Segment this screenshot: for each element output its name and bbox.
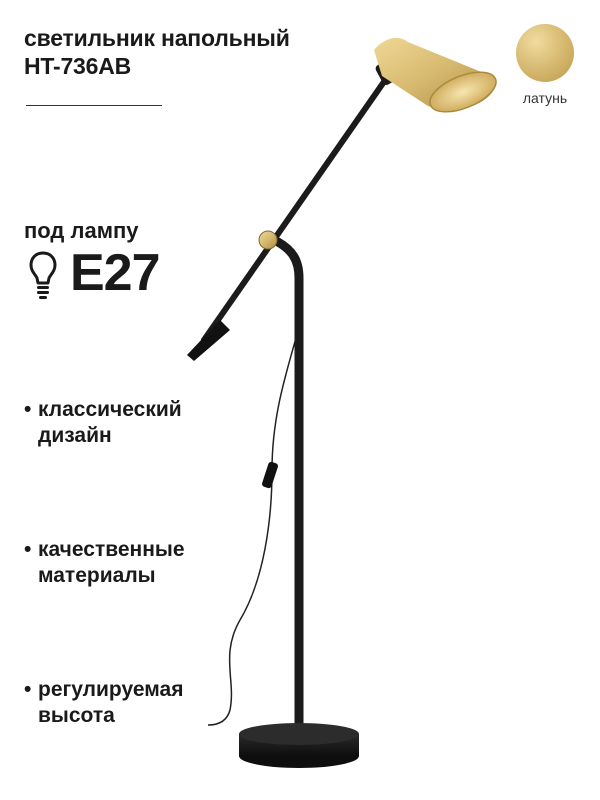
- feature-text: материалы: [38, 564, 156, 587]
- lamp-arm: [201, 73, 391, 343]
- feature-item: • качественные материалы: [24, 537, 185, 589]
- feature-item: • регулируемая высота: [24, 677, 183, 729]
- light-bulb-icon: [29, 251, 57, 299]
- bullet: •: [24, 678, 32, 701]
- product-model: HT-736AB: [24, 53, 132, 79]
- product-title: светильник напольный HT-736AB: [24, 24, 290, 80]
- socket-type: E27: [70, 244, 161, 302]
- power-cable: [207, 337, 297, 726]
- feature-item: • классический дизайн: [24, 397, 182, 449]
- feature-text: регулируемая: [38, 678, 184, 701]
- feature-text: качественные: [38, 538, 185, 561]
- color-swatch-label: латунь: [522, 90, 568, 106]
- arm-joint: [258, 230, 278, 250]
- shade-opening: [429, 71, 497, 113]
- cable-switch: [262, 461, 278, 489]
- bullet: •: [24, 398, 32, 421]
- stand-pole: [273, 237, 304, 735]
- socket-label: под лампу: [24, 218, 139, 243]
- feature-text: высота: [38, 704, 115, 727]
- product-title-line-1: светильник напольный: [24, 25, 290, 51]
- bullet: •: [24, 538, 32, 561]
- color-swatch: [516, 24, 574, 82]
- lamp-base-top: [239, 723, 359, 745]
- feature-text: дизайн: [38, 424, 112, 447]
- counterweight: [187, 320, 230, 361]
- title-divider: [26, 105, 162, 106]
- feature-text: классический: [38, 398, 182, 421]
- floor-lamp-image: [187, 37, 497, 768]
